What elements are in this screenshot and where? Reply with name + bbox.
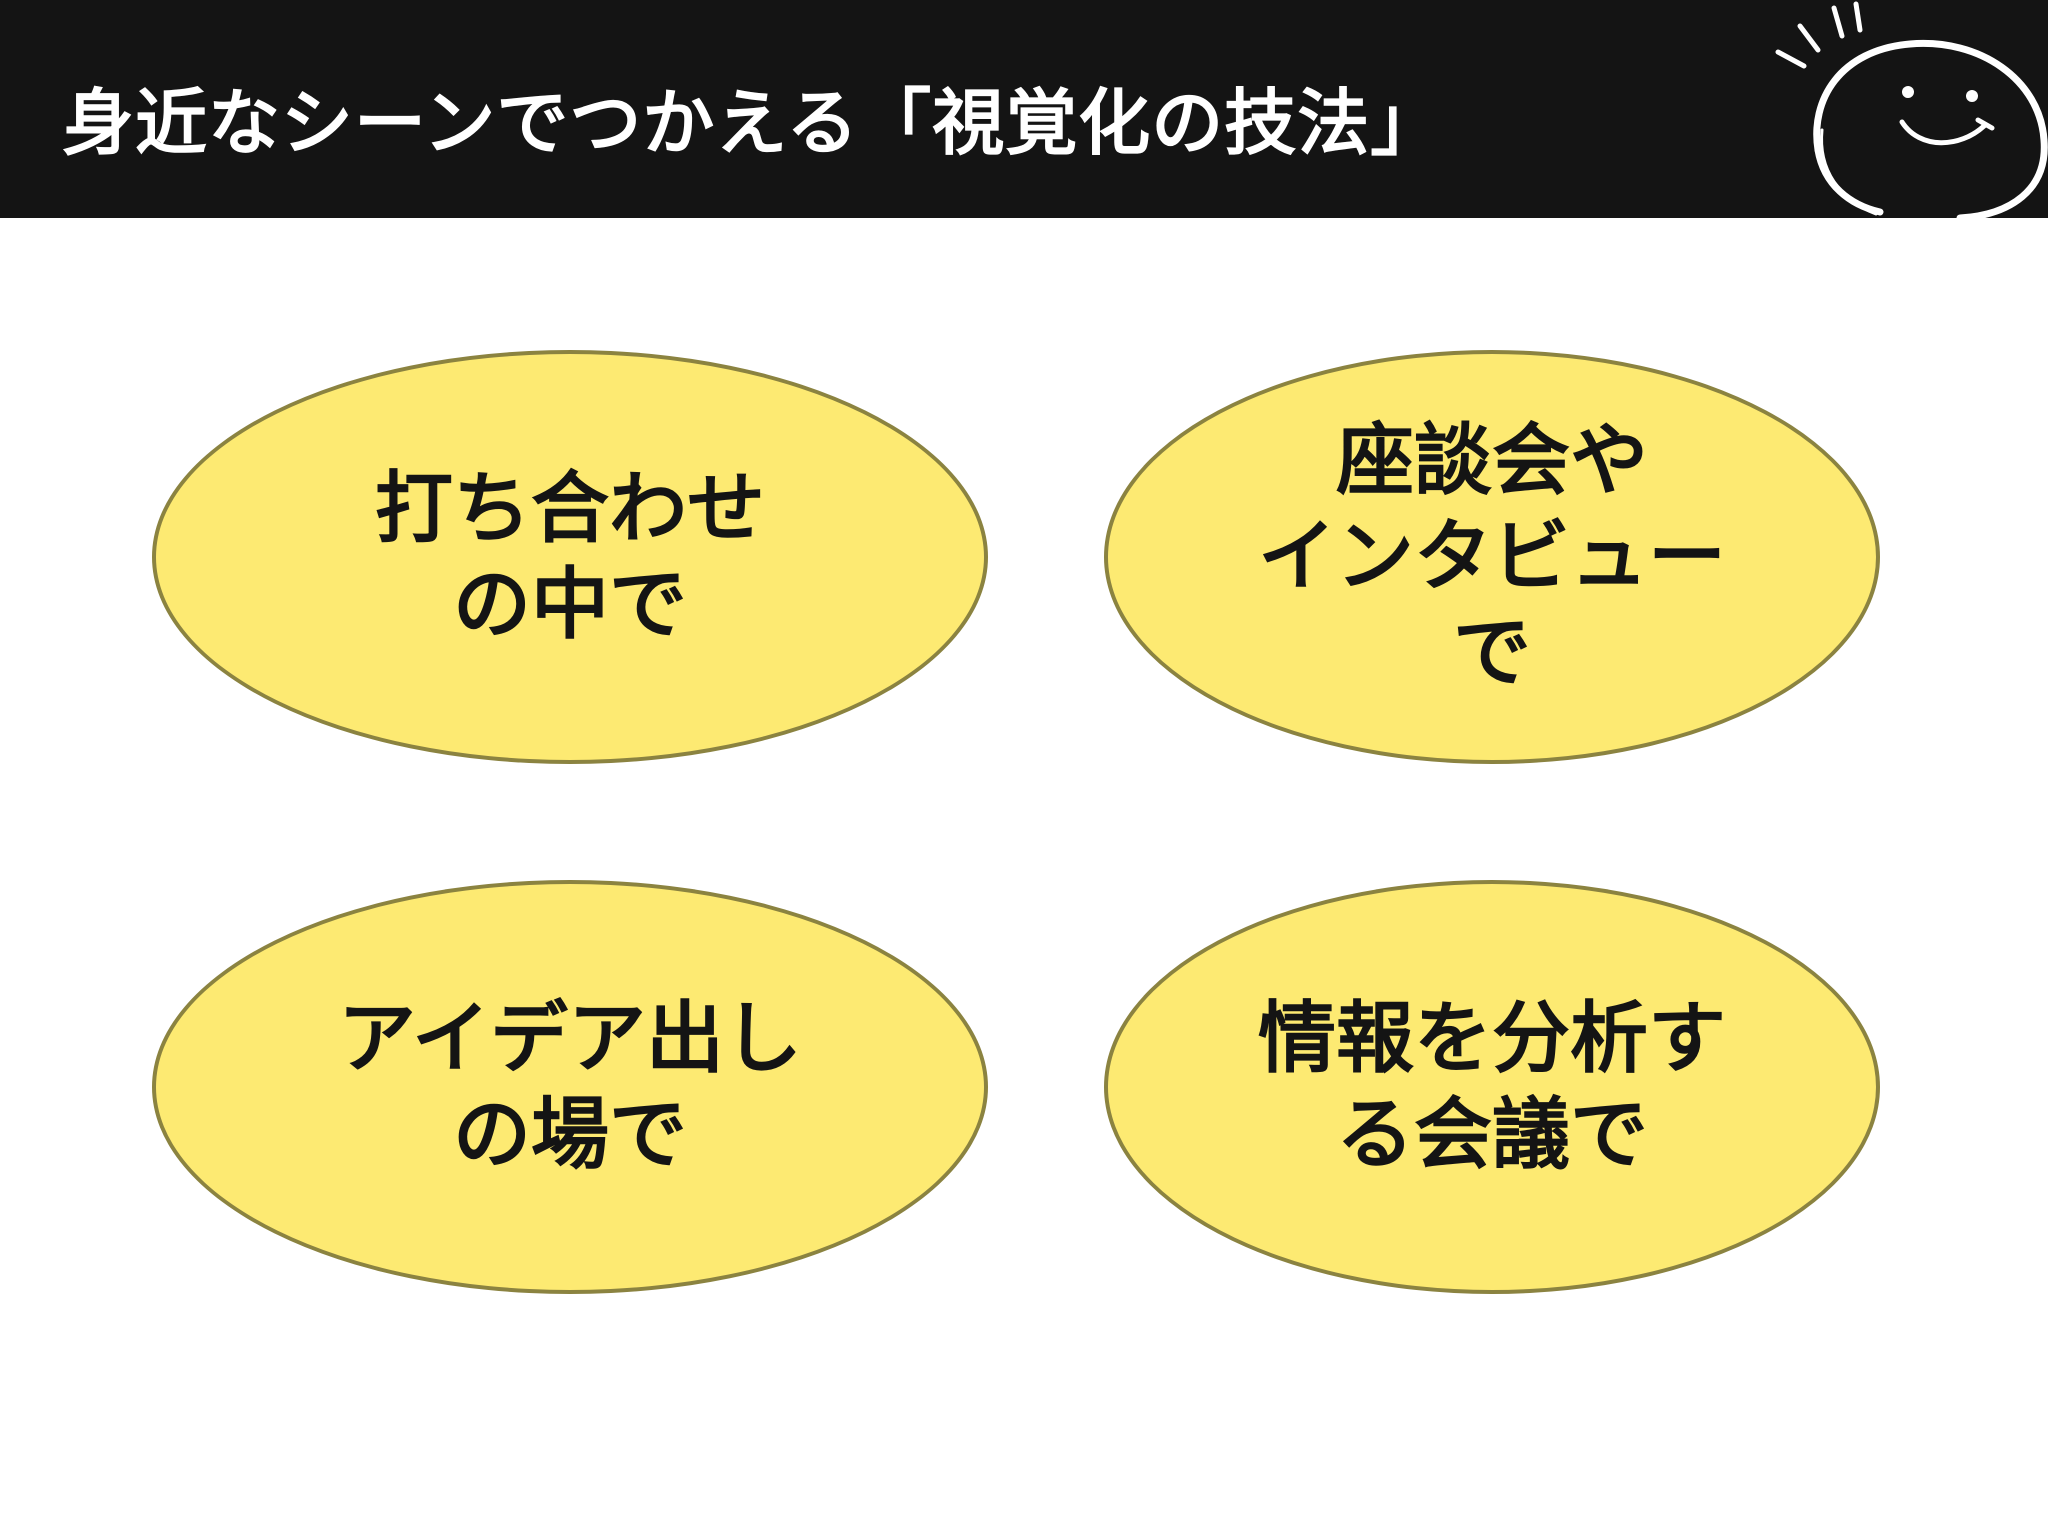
scene-label-line: アイデア出し (337, 994, 803, 1084)
scene-label-line: の場で (452, 1090, 687, 1180)
scene-oval-meeting: 打ち合わせ の中で (152, 350, 988, 764)
scene-label-line: で (1452, 608, 1531, 698)
scene-label-line: インタビュー (1257, 512, 1726, 602)
scene-label-line: の中で (452, 560, 687, 650)
scene-label-line: る会議で (1335, 1090, 1648, 1180)
scene-label-line: 打ち合わせ (374, 464, 765, 554)
page-title: 身近なシーンでつかえる「視覚化の技法」 (62, 81, 1444, 165)
smiley-face-icon (1775, 1, 2048, 218)
scene-oval-analysis: 情報を分析す る会議で (1104, 880, 1880, 1294)
scene-label-line: 情報を分析す (1257, 994, 1726, 1084)
scene-oval-interview: 座談会や インタビュー で (1104, 350, 1880, 764)
scene-label-line: 座談会や (1335, 416, 1648, 506)
header-bar: 身近なシーンでつかえる「視覚化の技法」 (0, 0, 2048, 218)
scene-oval-brainstorm: アイデア出し の場で (152, 880, 988, 1294)
